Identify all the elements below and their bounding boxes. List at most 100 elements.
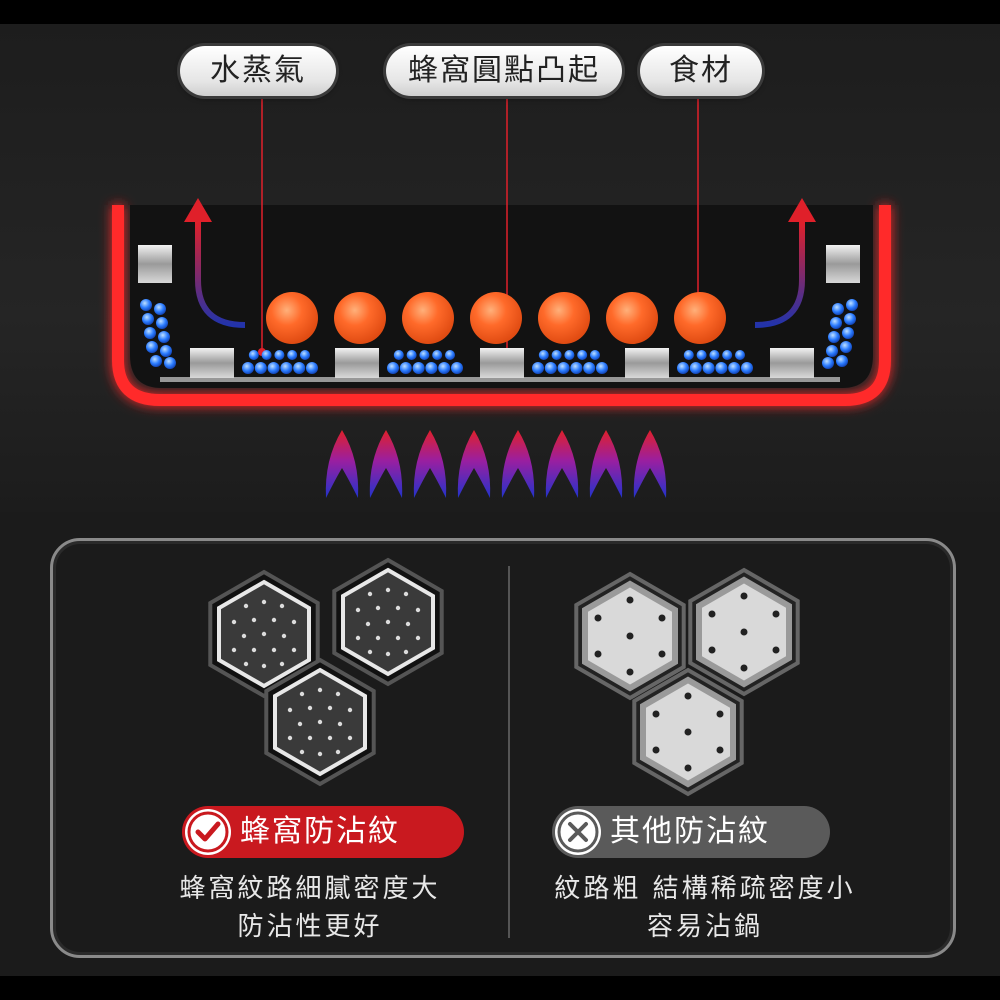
fine-dot <box>317 719 323 725</box>
steam-bubble <box>596 362 608 374</box>
steam-bubble <box>419 350 430 360</box>
steam-bubble <box>387 362 399 374</box>
steam-arrow-left-head <box>184 198 212 222</box>
coarse-dot <box>772 610 780 618</box>
fine-dot <box>347 735 353 741</box>
steam-bubble <box>140 299 152 311</box>
flame-icon <box>633 430 667 498</box>
steam-bubble <box>164 357 176 369</box>
other-pattern-badge: 其他防沾紋 <box>552 806 830 858</box>
flame-shape <box>501 430 535 498</box>
coarse-dot <box>772 646 780 654</box>
steam-bubble <box>709 350 720 360</box>
fine-dot <box>251 647 257 653</box>
steam-bubble <box>715 362 728 374</box>
coarse-dot <box>684 728 692 736</box>
steam-bubble <box>836 355 848 367</box>
steam-bubble <box>248 350 259 360</box>
fine-dot <box>395 635 401 641</box>
coarse-dot <box>708 646 716 654</box>
fine-dot <box>317 751 323 757</box>
flame-icon <box>501 430 535 498</box>
fine-dot <box>291 647 297 653</box>
flame-shape <box>413 430 447 498</box>
fine-dot <box>355 635 361 641</box>
fine-dot <box>251 617 257 623</box>
other-pattern-desc-line2: 容易沾鍋 <box>646 912 763 942</box>
fine-dot <box>337 721 343 727</box>
fine-dot <box>367 649 373 655</box>
fine-dot <box>415 607 421 613</box>
fine-dot <box>241 633 247 639</box>
fine-dot <box>347 707 353 713</box>
steam-bubble <box>583 362 596 374</box>
good-pattern-desc-line1: 蜂窩紋路細膩密度大 <box>179 874 441 904</box>
steam-bubble <box>399 362 412 374</box>
fine-honeycomb-cell <box>264 657 376 787</box>
honeycomb-raised-block <box>335 348 379 378</box>
steam-bubble <box>146 341 158 353</box>
steam-bubble <box>242 362 254 374</box>
fine-dot <box>367 591 373 597</box>
flame-icon <box>457 430 491 498</box>
flame-shape <box>545 430 579 498</box>
steam-bubble <box>677 362 689 374</box>
pan-outline <box>112 205 891 406</box>
coarse-pattern-cell <box>574 571 686 701</box>
honeycomb-dots-label: 蜂窩圓點凸起 <box>386 46 622 96</box>
fine-dot <box>395 605 401 611</box>
steam-bubble <box>538 350 549 360</box>
fine-dot <box>375 605 381 611</box>
steam-bubble <box>826 345 838 357</box>
steam-bubble <box>254 362 267 374</box>
steam-bubble <box>840 341 852 353</box>
coarse-dot <box>626 596 634 604</box>
fine-dot <box>261 663 267 669</box>
steam-bubble <box>160 345 172 357</box>
coarse-dot <box>716 746 724 754</box>
fine-dot <box>231 647 237 653</box>
steam-bubble <box>689 362 702 374</box>
coarse-pattern-cell <box>688 567 800 697</box>
fine-dot <box>327 705 333 711</box>
steam-bubble <box>432 350 443 360</box>
fine-dot <box>385 651 391 657</box>
steam-arrow-right-head <box>788 198 816 222</box>
coarse-dot <box>684 764 692 772</box>
steam-bubble <box>702 362 715 374</box>
steam-bubble <box>154 303 166 315</box>
steam-arrow-right <box>754 222 805 328</box>
steam-bubble <box>156 317 168 329</box>
steam-bubble <box>696 350 707 360</box>
fine-dot <box>271 617 277 623</box>
fine-dot <box>243 603 249 609</box>
food-ball <box>606 292 658 344</box>
food-ball <box>470 292 522 344</box>
steam-bubble <box>722 350 733 360</box>
steam-bubble <box>828 331 840 343</box>
coarse-dot <box>658 650 666 658</box>
food-ball <box>334 292 386 344</box>
steam-bubble <box>306 362 318 374</box>
steam-bubble <box>551 350 562 360</box>
steam-bubble <box>300 350 310 360</box>
flame-icon <box>325 430 359 498</box>
steam-bubble <box>683 350 694 360</box>
fine-honeycomb-cell <box>208 569 320 699</box>
fine-dot <box>365 621 371 627</box>
comparison-panel <box>0 512 1000 976</box>
coarse-dot <box>658 614 666 622</box>
steam-bubble <box>144 327 156 339</box>
fine-dot <box>287 707 293 713</box>
steam-bubble <box>293 362 306 374</box>
steam-bubble <box>577 350 588 360</box>
other-pattern-desc-line1: 紋路粗 結構稀疏密度小 <box>554 874 856 904</box>
fine-dot <box>261 631 267 637</box>
steam-bubble <box>438 362 451 374</box>
fine-dot <box>375 635 381 641</box>
food-ball <box>674 292 726 344</box>
coarse-dot <box>594 650 602 658</box>
flame-icon <box>413 430 447 498</box>
